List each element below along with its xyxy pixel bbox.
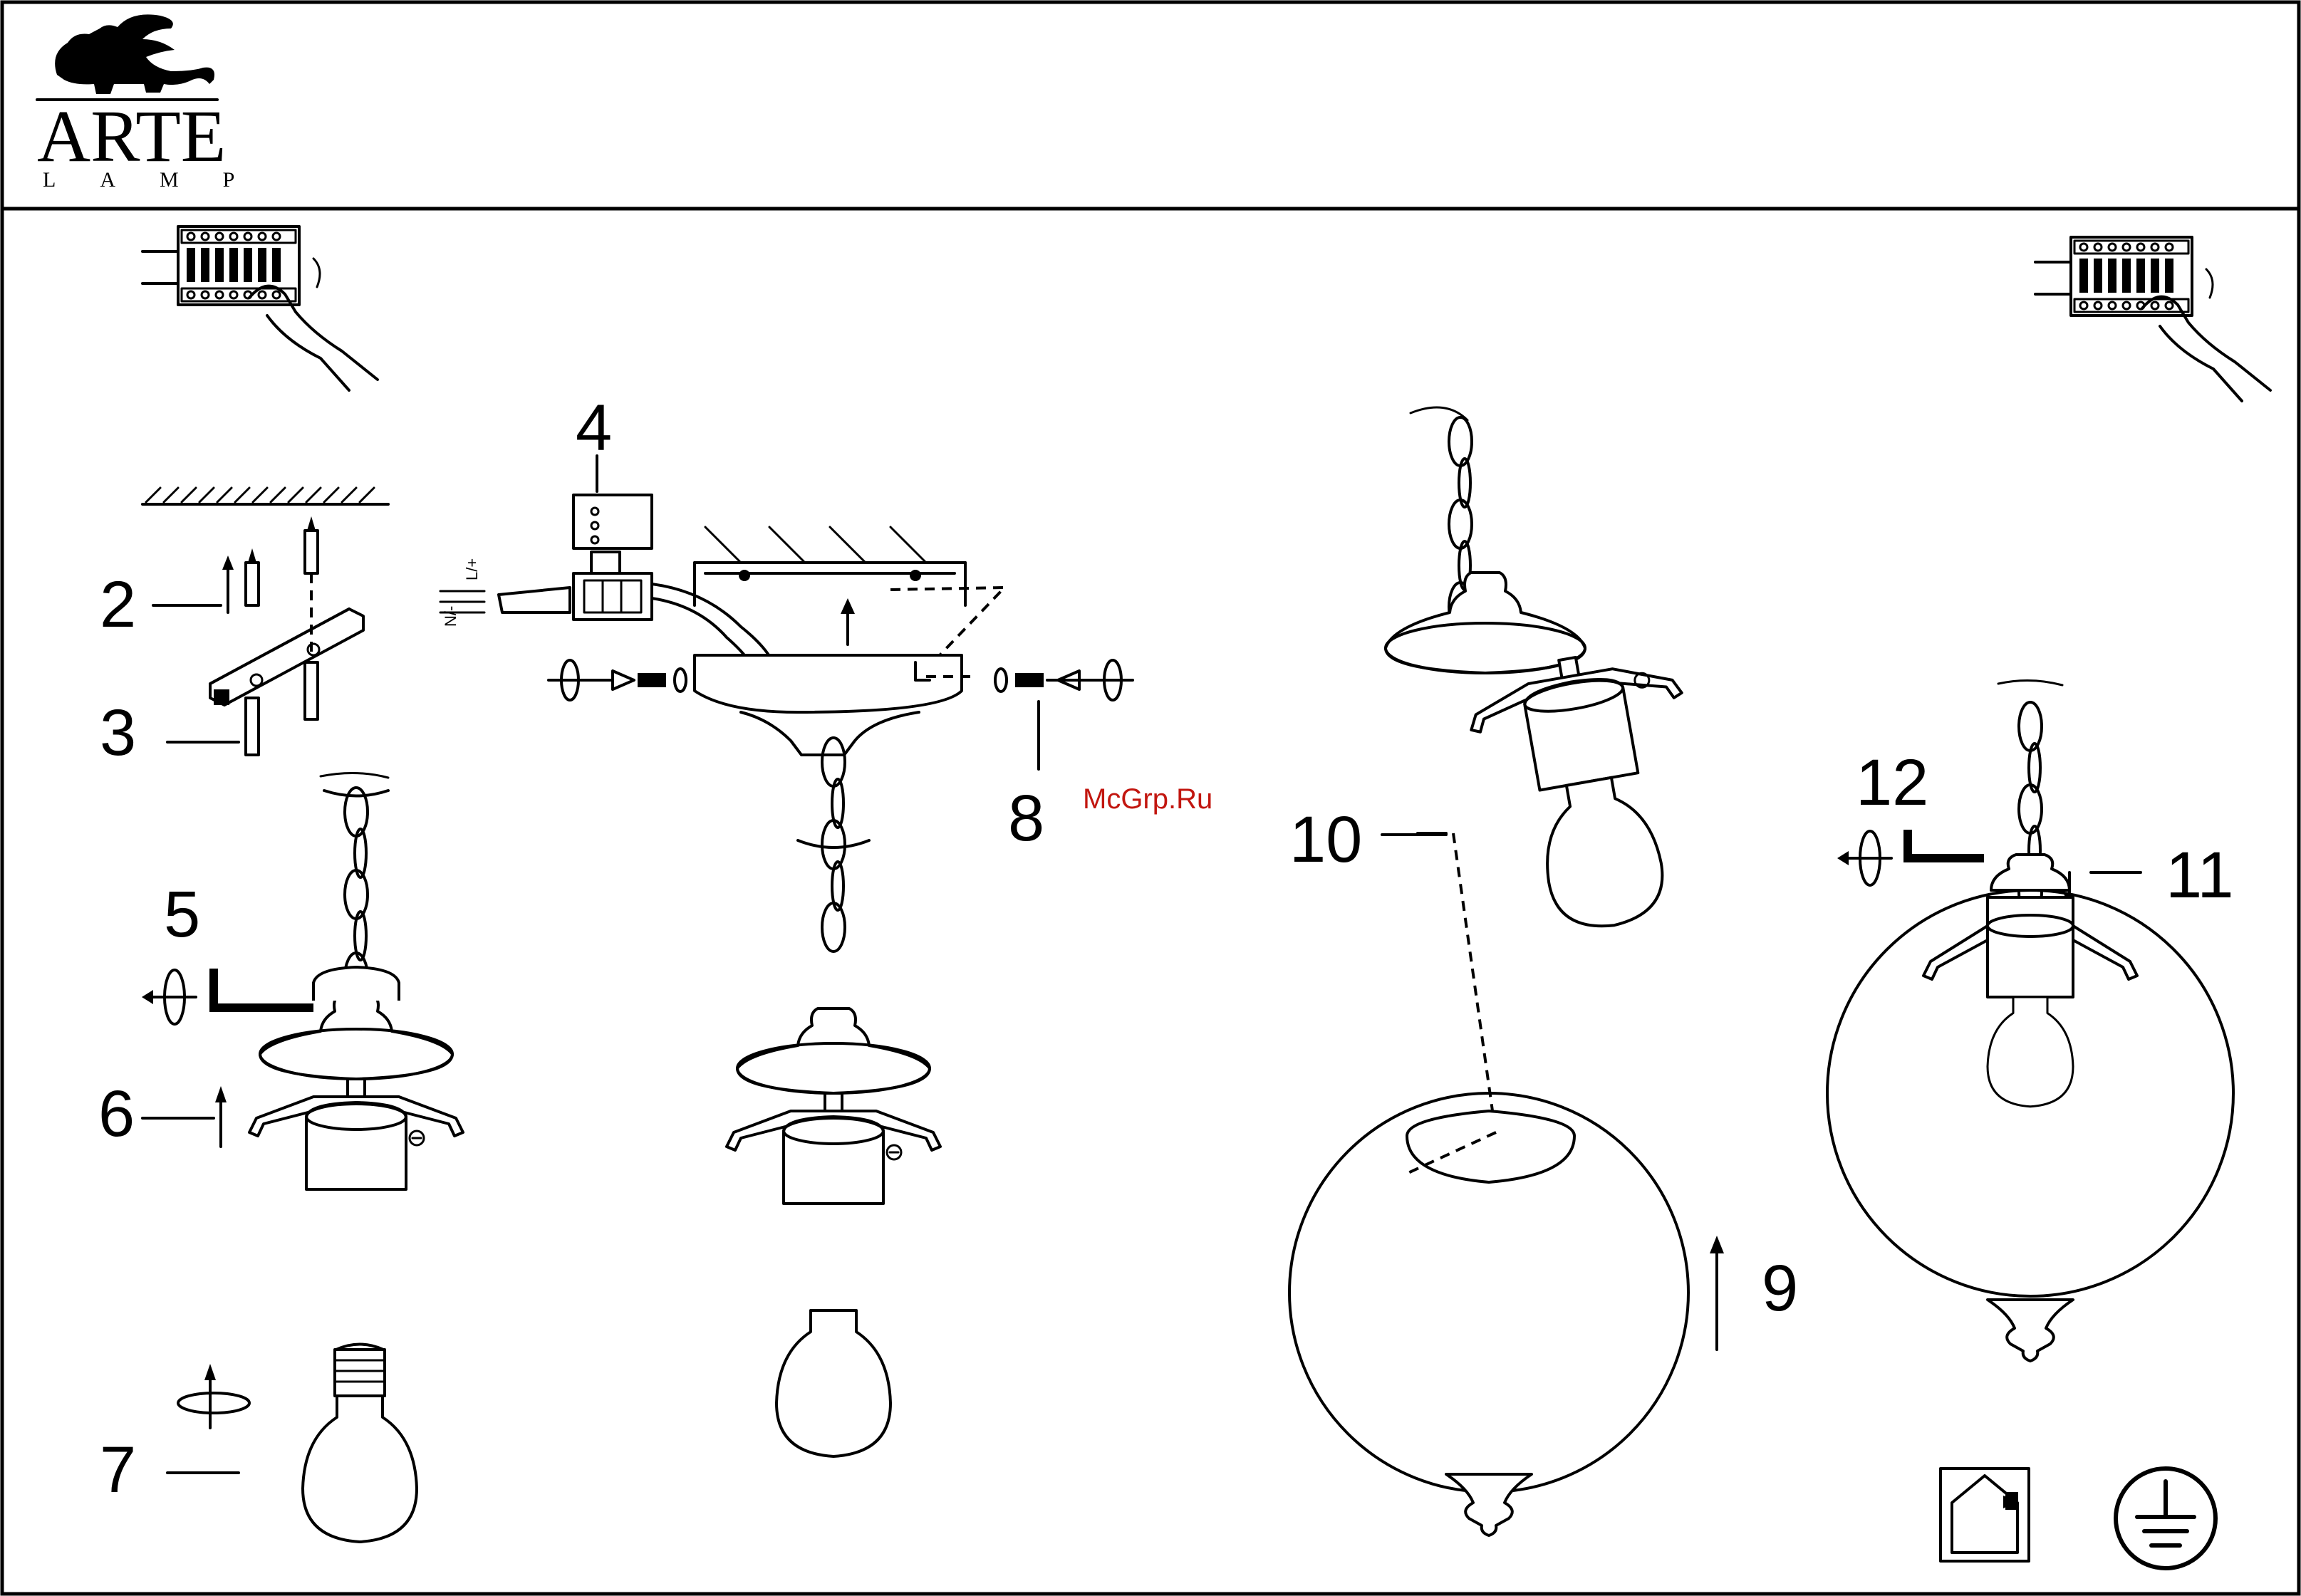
globe-pendant-top — [1386, 573, 1585, 673]
brand-sub: LAMP — [43, 168, 279, 192]
center-chain — [822, 738, 845, 951]
brand-name: ARTE — [37, 95, 226, 177]
step-6-label: 6 — [98, 1078, 135, 1150]
ground-symbol-icon — [2116, 1469, 2216, 1568]
rotate-bulb-icon — [178, 1364, 249, 1428]
junction-box-diagram: N/- L/+ — [440, 495, 776, 677]
terminal-block-hand-icon — [142, 226, 378, 390]
rotate-arrow-icon — [142, 970, 196, 1024]
step-7-label: 7 — [100, 1434, 136, 1506]
rotate-arrow-icon — [1837, 831, 1891, 885]
step-3-label: 3 — [100, 697, 136, 769]
step-8-label: 8 — [1008, 782, 1044, 855]
watermark-text: McGrp.Ru — [1083, 783, 1212, 815]
wire-label-neutral: N/- — [442, 606, 459, 627]
side-screw-left — [549, 660, 686, 700]
step-12-label: 12 — [1856, 746, 1928, 819]
ceiling-plate-diagram — [695, 527, 1004, 755]
left-pendant — [249, 994, 463, 1189]
step-2-label: 2 — [100, 568, 136, 641]
lion-logo-icon — [55, 14, 214, 94]
terminal-block-hand-icon — [2035, 237, 2270, 401]
center-pendant — [727, 1008, 940, 1204]
step-11-label: 11 — [2166, 839, 2234, 912]
indoor-use-icon — [1941, 1469, 2029, 1561]
left-bulb — [303, 1345, 417, 1543]
side-screw-right — [995, 660, 1133, 700]
assembled-lamp — [1827, 855, 2233, 1361]
wire-label-live: L/+ — [463, 558, 481, 580]
step-9-label: 9 — [1762, 1252, 1798, 1325]
glass-globe — [1289, 1093, 1688, 1535]
step-4-label: 4 — [576, 392, 612, 464]
step-10-label: 10 — [1289, 803, 1362, 876]
ceiling-bracket-diagram — [142, 488, 388, 755]
center-bulb — [776, 1310, 890, 1456]
brand-logo: ARTE LAMP — [37, 14, 279, 192]
step-5-label: 5 — [164, 878, 200, 951]
globe-socket — [1462, 640, 1719, 944]
